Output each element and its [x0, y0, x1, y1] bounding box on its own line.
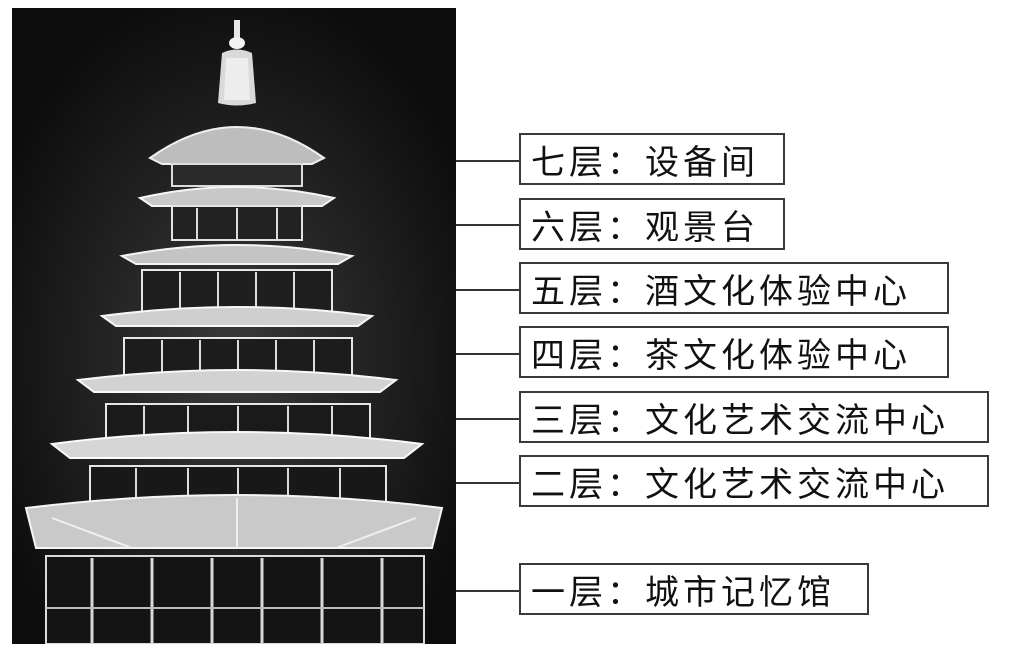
floor-label-3: 三层：文化艺术交流中心: [519, 391, 989, 443]
leader-line-floor-4: [456, 353, 520, 355]
floor-label-4: 四层：茶文化体验中心: [519, 326, 949, 378]
leader-line-floor-7: [456, 160, 520, 162]
floor-label-1: 一层：城市记忆馆: [519, 563, 869, 615]
floor-label-2: 二层：文化艺术交流中心: [519, 455, 989, 507]
floor-label-5: 五层：酒文化体验中心: [519, 262, 949, 314]
floor-label-7: 七层：设备间: [519, 133, 785, 185]
floor-label-6: 六层：观景台: [519, 198, 785, 250]
leader-line-floor-5: [456, 289, 520, 291]
leader-line-floor-2: [456, 482, 520, 484]
leader-line-floor-1: [456, 590, 520, 592]
leader-line-floor-3: [456, 418, 520, 420]
pagoda-photo: [12, 8, 456, 644]
leader-line-floor-6: [456, 224, 520, 226]
